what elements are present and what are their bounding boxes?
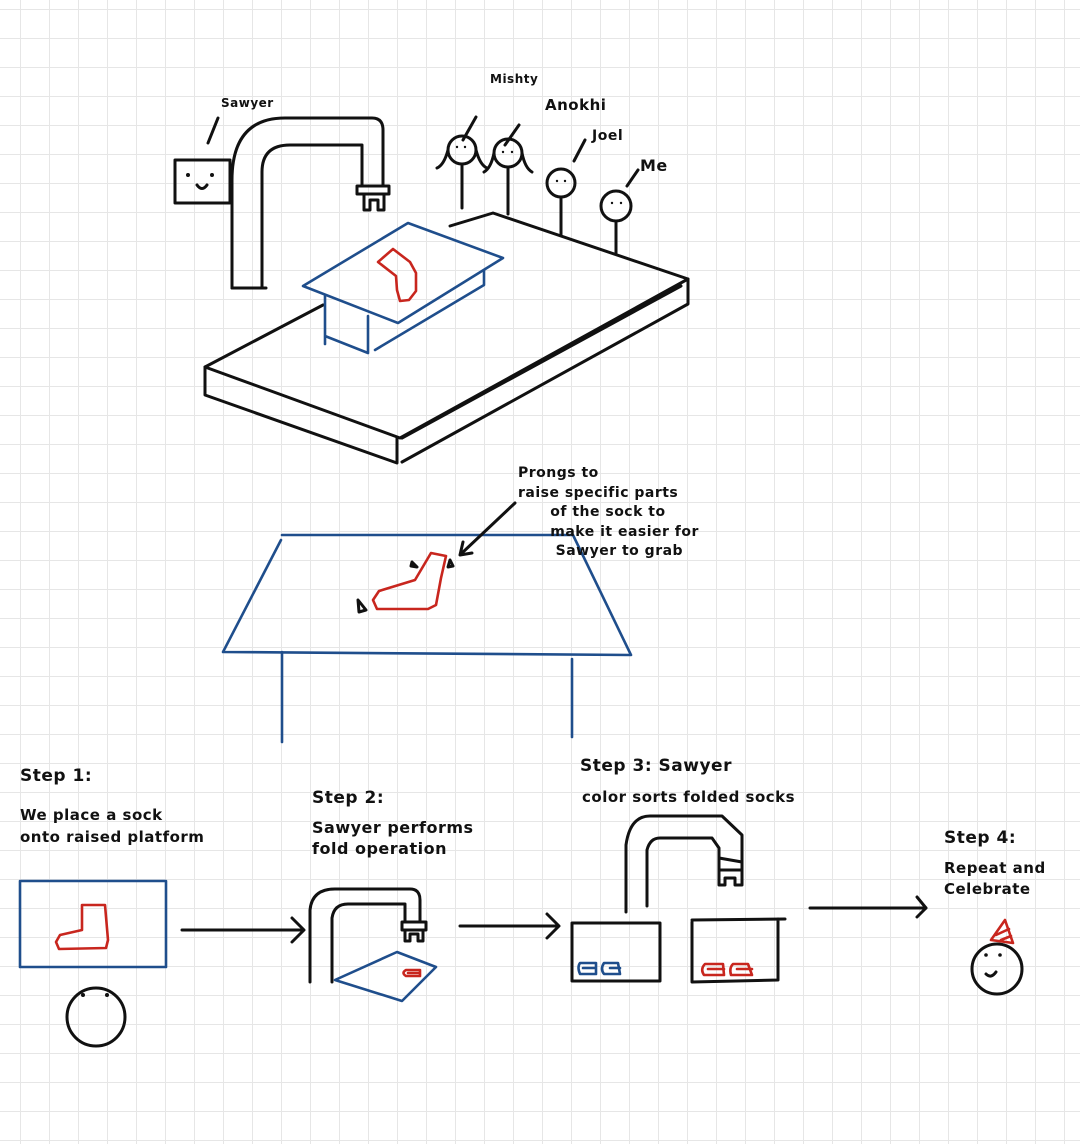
sock-icon [376,247,418,303]
red-sock-bin [690,917,787,984]
step-1-text: We place a sock onto raised platform [20,806,205,846]
person-label-joel: Joel [592,128,624,144]
arrow-step3-to-step4 [808,895,928,919]
person-anokhi-icon [482,137,534,216]
step2-platform-icon [333,950,438,1003]
folded-sock-icon [402,968,422,978]
step3-sawyer-arm-icon [624,814,744,914]
me-pointer [625,168,640,188]
arrow-step2-to-step3 [458,912,561,940]
step-3-title: Step 3: Sawyer [580,756,732,776]
person-label-me: Me [640,156,668,175]
sawyer-label-pointer [206,116,220,145]
party-hat-icon [989,918,1015,945]
annotation-arrow [458,501,517,557]
sawyer-face-icon [173,158,232,205]
anokhi-pointer [503,123,521,147]
sawyer-label: Sawyer [221,96,274,110]
step-4-title: Step 4: [944,828,1017,848]
joel-pointer [572,138,587,163]
mishty-pointer [461,115,478,142]
step2-sawyer-arm-icon [308,887,428,984]
step-3-text: color sorts folded socks [582,788,796,806]
blue-sock-bin [570,921,662,983]
sock-icon [371,551,448,611]
prong-icons [356,558,455,614]
table-slab [203,211,690,465]
step1-platform-icon [18,879,168,969]
arrow-step1-to-step2 [180,916,306,944]
person-label-mishty: Mishty [490,72,539,86]
step1-face-icon [65,986,127,1048]
prongs-annotation: Prongs to raise specific parts of the so… [518,465,699,560]
person-mishty-icon [435,134,489,210]
celebrate-face-icon [970,942,1024,996]
sawyer-arm-icon [230,116,391,290]
step-2-text: Sawyer performs fold operation [312,818,474,858]
step-2-title: Step 2: [312,788,385,808]
step-4-text: Repeat and Celebrate [944,859,1046,898]
person-me-icon [599,189,633,255]
platform-closeup [221,533,633,744]
step-1-title: Step 1: [20,766,93,786]
person-label-anokhi: Anokhi [545,96,607,114]
person-joel-icon [545,167,577,237]
raised-platform-isometric [301,221,505,355]
